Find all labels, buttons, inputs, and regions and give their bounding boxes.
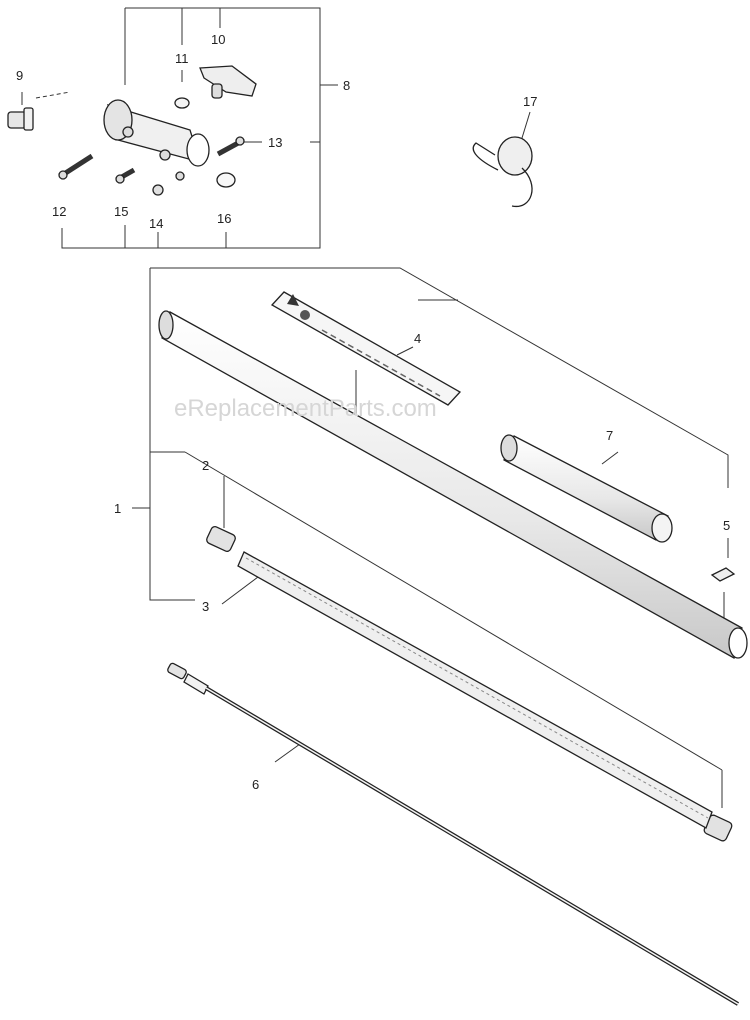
callout-14: 14 <box>149 216 163 231</box>
part-9-fitting <box>7 107 34 131</box>
callout-8: 8 <box>343 78 350 93</box>
part-10-knob <box>199 65 257 99</box>
part-6-drive-shaft <box>167 662 740 1006</box>
part-15-screw <box>115 167 136 184</box>
callout-7: 7 <box>606 428 613 443</box>
part-2-bushing-top <box>206 526 236 552</box>
callout-11: 11 <box>175 51 189 66</box>
part-7-grip <box>500 434 673 543</box>
watermark: eReplacementParts.com <box>174 395 437 422</box>
part-5-label <box>710 567 736 582</box>
part-14-nut <box>152 184 164 196</box>
callout-17: 17 <box>523 94 537 109</box>
part-3-liner <box>237 551 713 829</box>
housing-assembly-8 <box>103 99 210 181</box>
assembly-8-frame <box>21 7 338 249</box>
callout-13: 13 <box>268 135 282 150</box>
callout-10: 10 <box>211 32 225 47</box>
callout-9: 9 <box>16 68 23 83</box>
callout-5: 5 <box>723 518 730 533</box>
tube-decal <box>270 291 462 406</box>
callout-1: 1 <box>114 501 121 516</box>
callout-16: 16 <box>217 211 231 226</box>
callout-6: 6 <box>252 777 259 792</box>
callout-4: 4 <box>414 331 421 346</box>
callout-3: 3 <box>202 599 209 614</box>
tube-assembly-frame <box>132 267 729 808</box>
part-12-screw <box>58 153 94 180</box>
part-16-washer <box>216 172 236 188</box>
callout-12: 12 <box>52 204 66 219</box>
part-4-main-tube <box>158 310 748 659</box>
part-11-washer <box>174 97 190 109</box>
part-13-bolt <box>216 136 245 157</box>
callout-2: 2 <box>202 458 209 473</box>
callout-15: 15 <box>114 204 128 219</box>
part-17-hanger <box>472 111 533 207</box>
